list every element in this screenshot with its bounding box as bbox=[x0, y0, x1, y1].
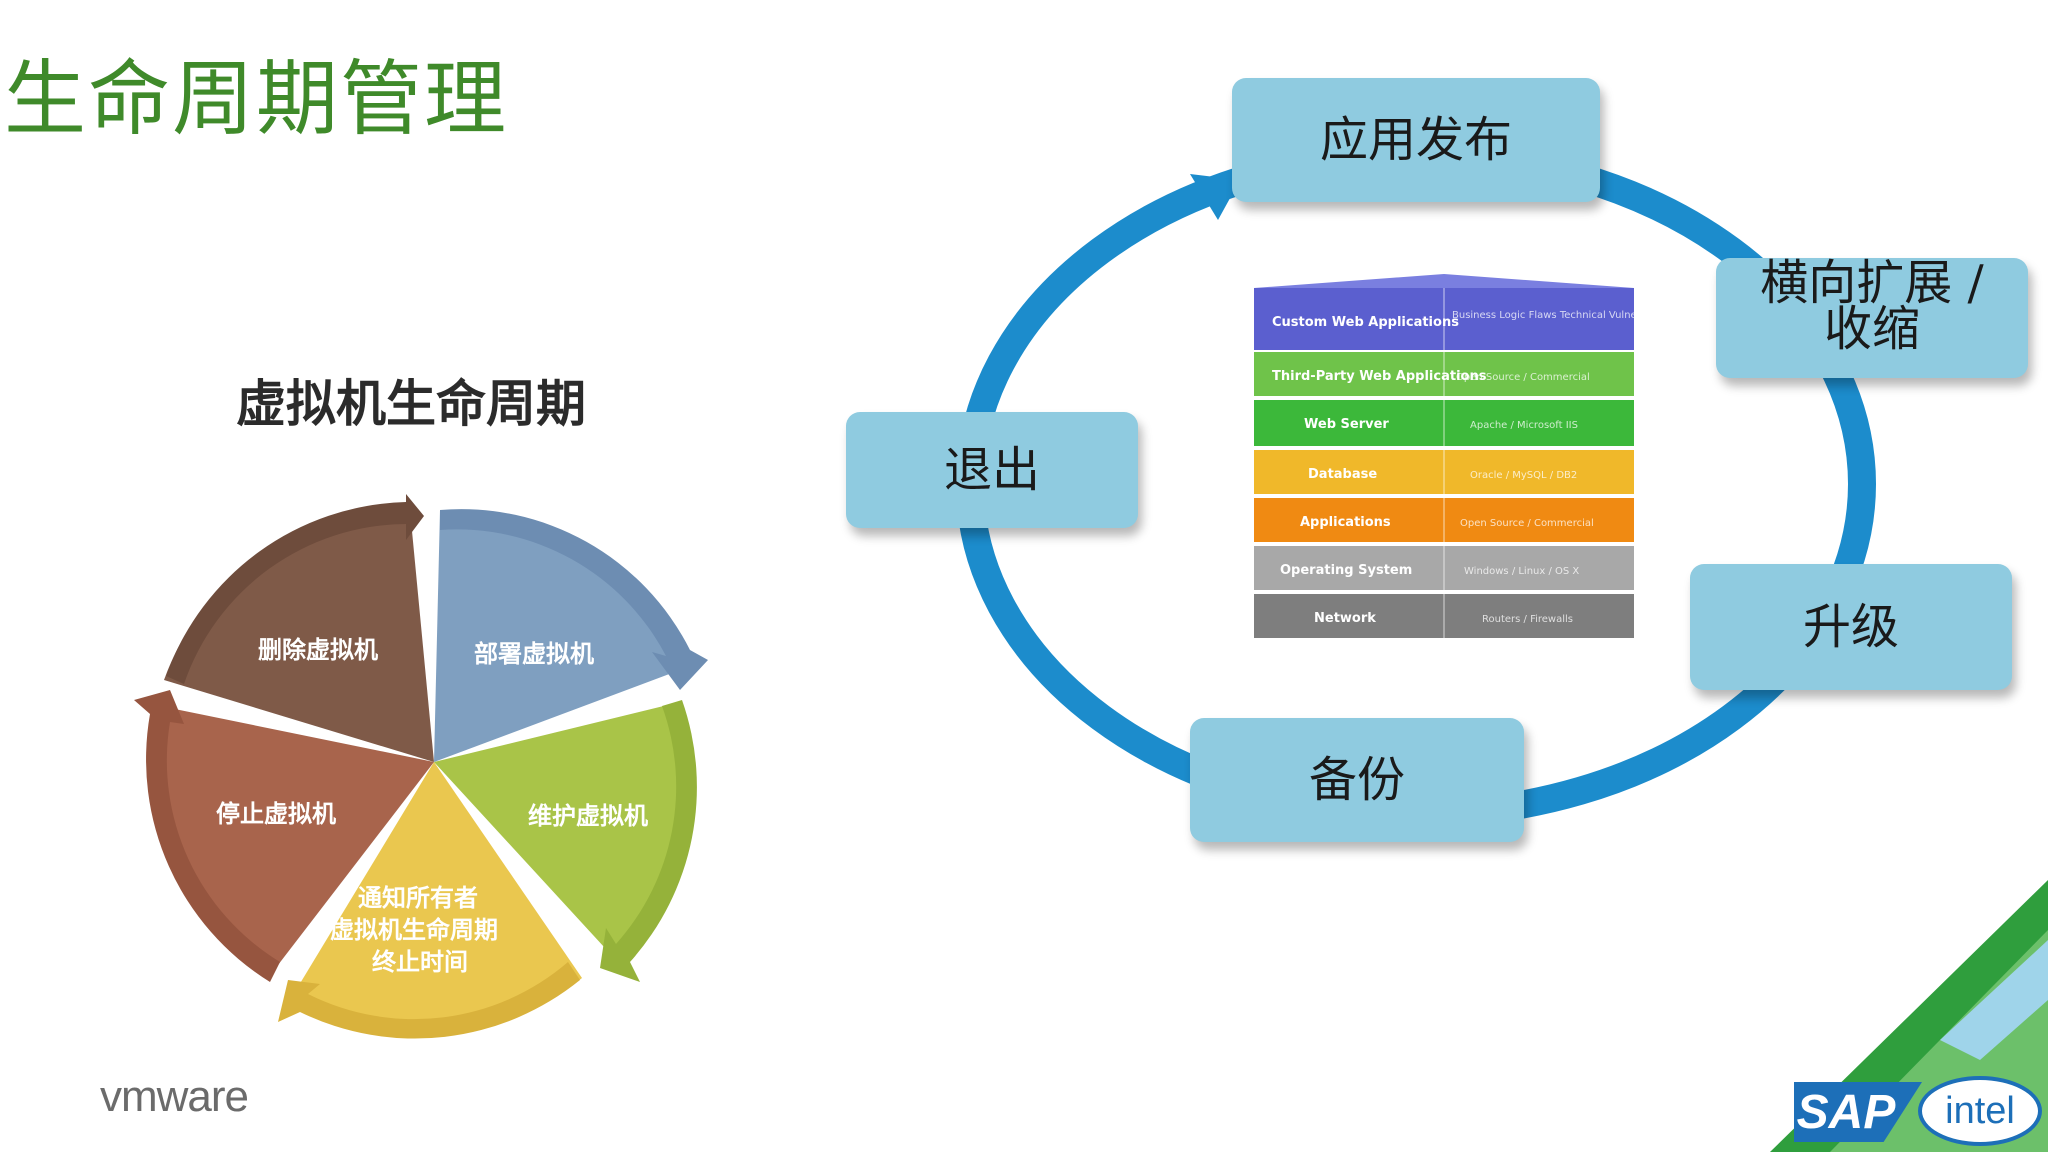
stack-layer-1-sub: Business Logic Flaws Technical Vulnerabi… bbox=[1452, 310, 1680, 321]
segment-notify[interactable] bbox=[290, 762, 582, 1036]
stage-publish[interactable]: 应用发布 bbox=[1232, 78, 1600, 202]
stack-layer-6-main: Operating System bbox=[1280, 563, 1412, 578]
stage-publish-label: 应用发布 bbox=[1319, 112, 1512, 168]
stage-upgrade[interactable]: 升级 bbox=[1690, 564, 2012, 690]
stage-upgrade-label: 升级 bbox=[1802, 599, 1899, 655]
segment-notify-arrow bbox=[278, 962, 580, 1039]
segment-deploy[interactable] bbox=[434, 509, 680, 762]
stage-scale[interactable]: 横向扩展 / 收缩 bbox=[1716, 258, 2028, 378]
stage-backup[interactable]: 备份 bbox=[1190, 718, 1524, 842]
segment-maintain[interactable] bbox=[434, 702, 692, 960]
stage-scale-label: 横向扩展 / 收缩 bbox=[1760, 255, 1984, 357]
segment-deploy-label: 部署虚拟机 bbox=[474, 640, 594, 668]
stack-layer-2-sub: Open Source / Commercial bbox=[1456, 372, 1590, 383]
stack-layer-5 bbox=[1254, 498, 1634, 542]
stack-layer-1-main: Custom Web Applications bbox=[1272, 315, 1459, 330]
stack-layer-4-main: Database bbox=[1308, 467, 1377, 482]
stack-layer-4 bbox=[1254, 450, 1634, 494]
stack-layer-6-sub: Windows / Linux / OS X bbox=[1464, 566, 1579, 577]
stack-layer-3 bbox=[1254, 400, 1634, 446]
vm-lifecycle-title: 虚拟机生命周期 bbox=[236, 375, 586, 433]
stack-layer-1 bbox=[1254, 288, 1634, 350]
intel-logo: intel bbox=[1918, 1076, 2042, 1146]
segment-maintain-label: 维护虚拟机 bbox=[528, 802, 648, 830]
segment-notify-label-2: 虚拟机生命周期 bbox=[330, 916, 498, 944]
stack-layer-5-main: Applications bbox=[1300, 515, 1391, 530]
stack-layer-7 bbox=[1254, 594, 1634, 638]
web-app-stack bbox=[1254, 274, 1634, 638]
segment-delete[interactable] bbox=[164, 509, 434, 762]
segment-notify-label-3: 终止时间 bbox=[372, 948, 468, 976]
stage-retire-label: 退出 bbox=[943, 442, 1040, 498]
stack-layer-2-main: Third-Party Web Applications bbox=[1272, 369, 1487, 384]
segment-stop-label: 停止虚拟机 bbox=[216, 800, 336, 828]
stage-retire[interactable]: 退出 bbox=[846, 412, 1138, 528]
stack-layer-4-sub: Oracle / MySQL / DB2 bbox=[1470, 470, 1577, 481]
slide-title: 生命周期管理 bbox=[4, 52, 509, 147]
ring-arrowhead bbox=[1190, 174, 1240, 220]
segment-stop-arrow bbox=[134, 690, 280, 982]
stack-layer-6 bbox=[1254, 546, 1634, 590]
stack-top-face bbox=[1254, 274, 1634, 288]
segment-notify-label-1: 通知所有者 bbox=[358, 884, 478, 912]
vmware-logo: vmware bbox=[100, 1072, 249, 1121]
stage-backup-label: 备份 bbox=[1308, 752, 1405, 808]
stack-layer-3-main: Web Server bbox=[1304, 417, 1389, 432]
segment-maintain-arrow bbox=[600, 700, 697, 982]
vm-lifecycle-pie bbox=[134, 494, 708, 1039]
stack-layer-7-sub: Routers / Firewalls bbox=[1482, 614, 1573, 625]
segment-delete-arrow bbox=[166, 494, 424, 684]
stack-layer-7-main: Network bbox=[1314, 611, 1376, 626]
stack-layer-2 bbox=[1254, 352, 1634, 396]
segment-delete-label: 删除虚拟机 bbox=[258, 636, 378, 664]
segment-deploy-arrow bbox=[440, 509, 708, 690]
stack-layer-3-sub: Apache / Microsoft IIS bbox=[1470, 420, 1578, 431]
stack-layer-5-sub: Open Source / Commercial bbox=[1460, 518, 1594, 529]
segment-stop[interactable] bbox=[153, 706, 434, 978]
